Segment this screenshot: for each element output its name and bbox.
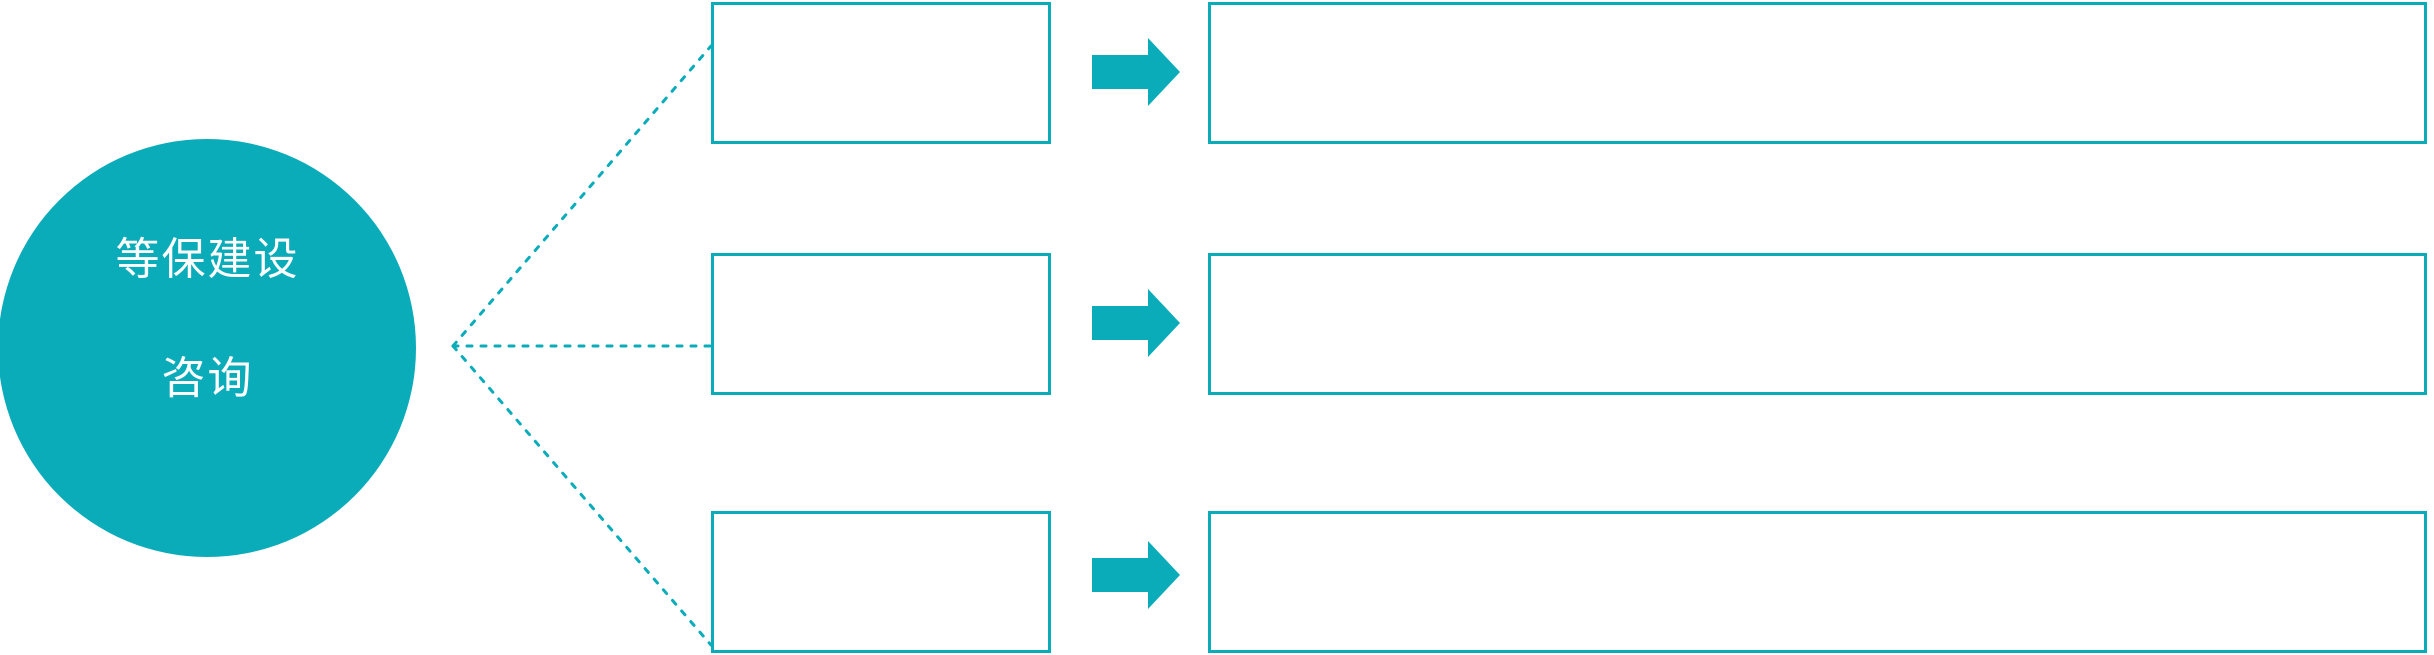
arrow-right-icon-3 bbox=[1092, 541, 1180, 609]
category-box-1[interactable] bbox=[711, 2, 1051, 144]
detail-box-1[interactable] bbox=[1208, 2, 2427, 144]
category-box-2-label bbox=[714, 256, 1050, 394]
connector-line-1 bbox=[451, 44, 713, 348]
connector-lines bbox=[451, 44, 713, 647]
category-box-3[interactable] bbox=[711, 511, 1051, 653]
arrow-right-icon-1 bbox=[1092, 38, 1180, 106]
connector-line-3 bbox=[451, 344, 713, 647]
category-box-1-label bbox=[714, 5, 1050, 143]
arrow-right-icon-2 bbox=[1092, 289, 1180, 357]
detail-box-3[interactable] bbox=[1208, 511, 2427, 653]
category-box-2[interactable] bbox=[711, 253, 1051, 395]
category-box-3-label bbox=[714, 514, 1050, 652]
hub-circle[interactable] bbox=[0, 139, 416, 557]
detail-box-1-label bbox=[1211, 5, 2426, 143]
detail-box-2[interactable] bbox=[1208, 253, 2427, 395]
detail-box-2-label bbox=[1211, 256, 2426, 394]
detail-box-3-label bbox=[1211, 514, 2426, 652]
